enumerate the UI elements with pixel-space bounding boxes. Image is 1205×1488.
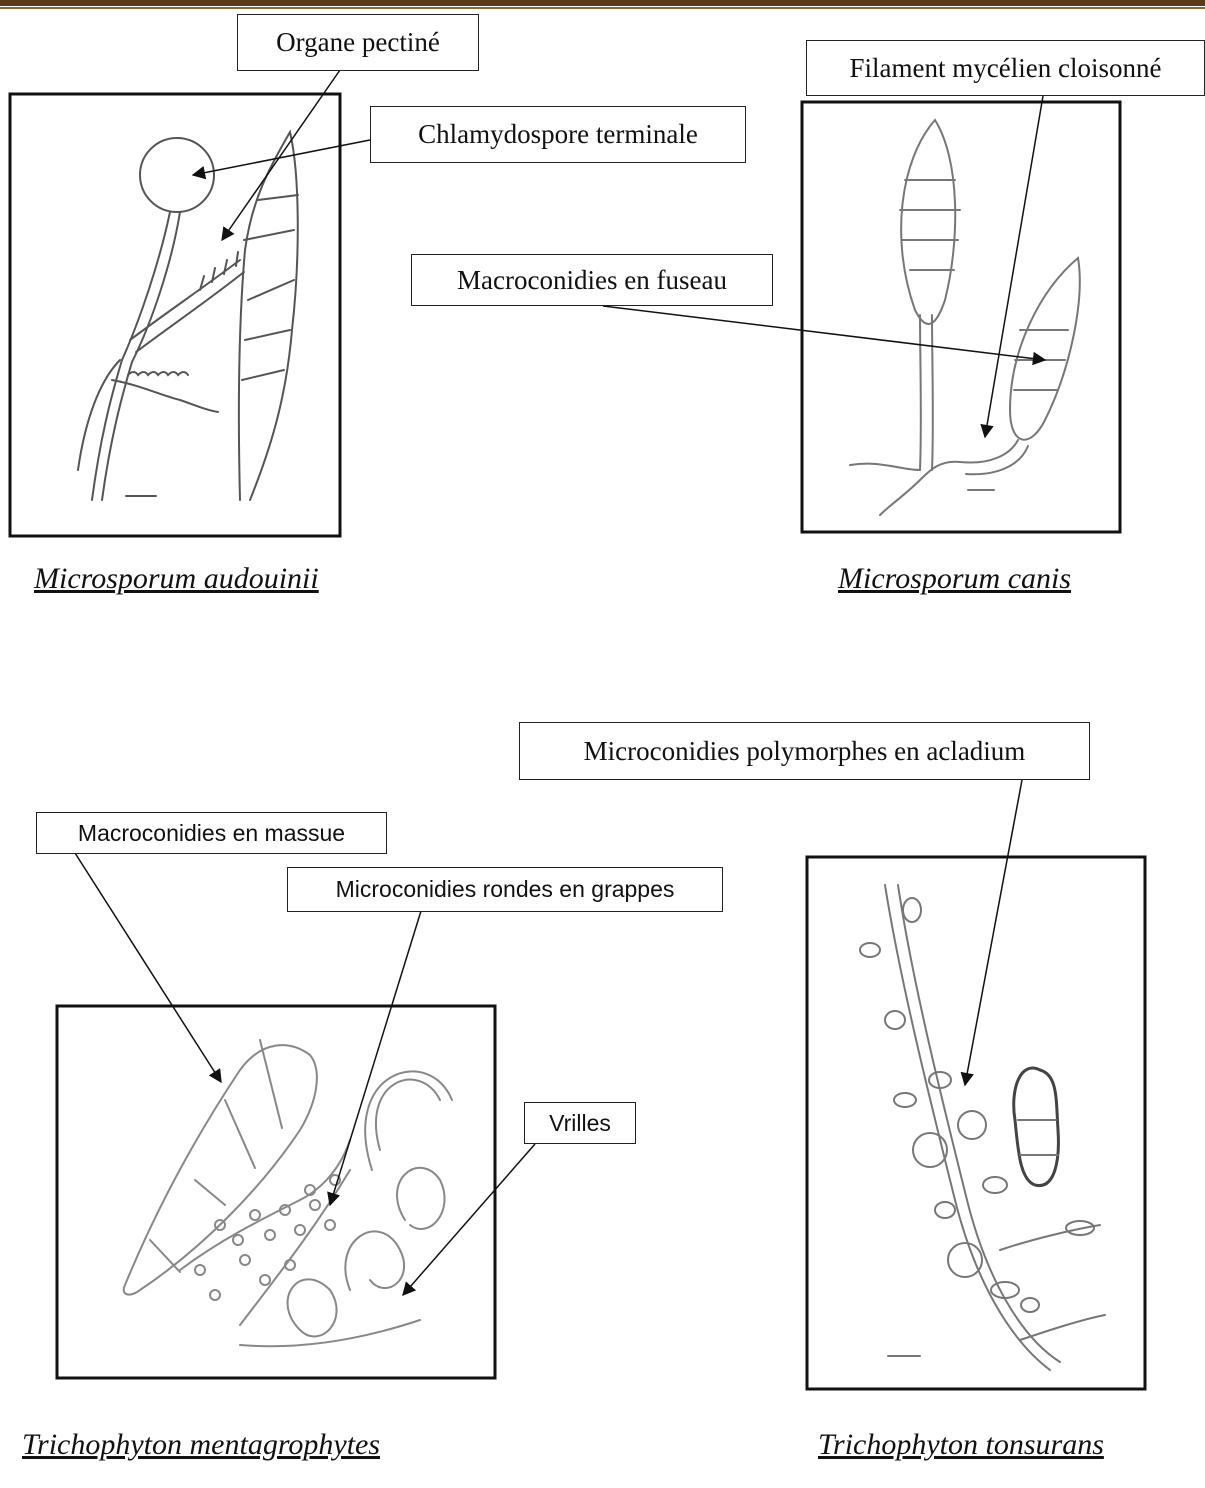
label-microconidies-acladium: Microconidies polymorphes en acladium xyxy=(519,722,1090,780)
arrow-macroconidies-massue xyxy=(75,853,221,1082)
sketch-tonsurans xyxy=(860,885,1105,1370)
label-vrilles: Vrilles xyxy=(524,1102,636,1144)
sketch-canis xyxy=(850,120,1080,515)
sketch-mentagrophytes xyxy=(124,1040,452,1346)
label-filament-mycelien: Filament mycélien cloisonné xyxy=(806,40,1205,96)
figure-frame-audouinii xyxy=(10,94,340,536)
arrow-macroconidies-fuseau xyxy=(603,306,1045,360)
sketch-audouinii xyxy=(78,132,298,500)
figure-frame-tonsurans xyxy=(807,857,1145,1389)
caption-microsporum-canis: Microsporum canis xyxy=(838,562,1071,596)
label-macroconidies-massue: Macroconidies en massue xyxy=(36,812,387,854)
arrow-filament-mycelien xyxy=(985,96,1043,437)
arrow-microconidies-grappes xyxy=(330,911,421,1205)
label-macroconidies-fuseau: Macroconidies en fuseau xyxy=(411,254,773,306)
caption-microsporum-audouinii: Microsporum audouinii xyxy=(34,562,319,596)
label-organe-pectine: Organe pectiné xyxy=(237,14,479,71)
figure-frame-canis xyxy=(802,102,1120,532)
figure-frame-mentagrophytes xyxy=(57,1006,495,1378)
label-chlamydospore-terminale: Chlamydospore terminale xyxy=(370,106,746,163)
caption-trichophyton-mentagrophytes: Trichophyton mentagrophytes xyxy=(22,1428,380,1462)
label-microconidies-grappes: Microconidies rondes en grappes xyxy=(287,867,723,912)
arrow-microconidies-acladium xyxy=(965,780,1022,1085)
caption-trichophyton-tonsurans: Trichophyton tonsurans xyxy=(818,1428,1104,1462)
arrow-vrilles xyxy=(403,1144,535,1295)
